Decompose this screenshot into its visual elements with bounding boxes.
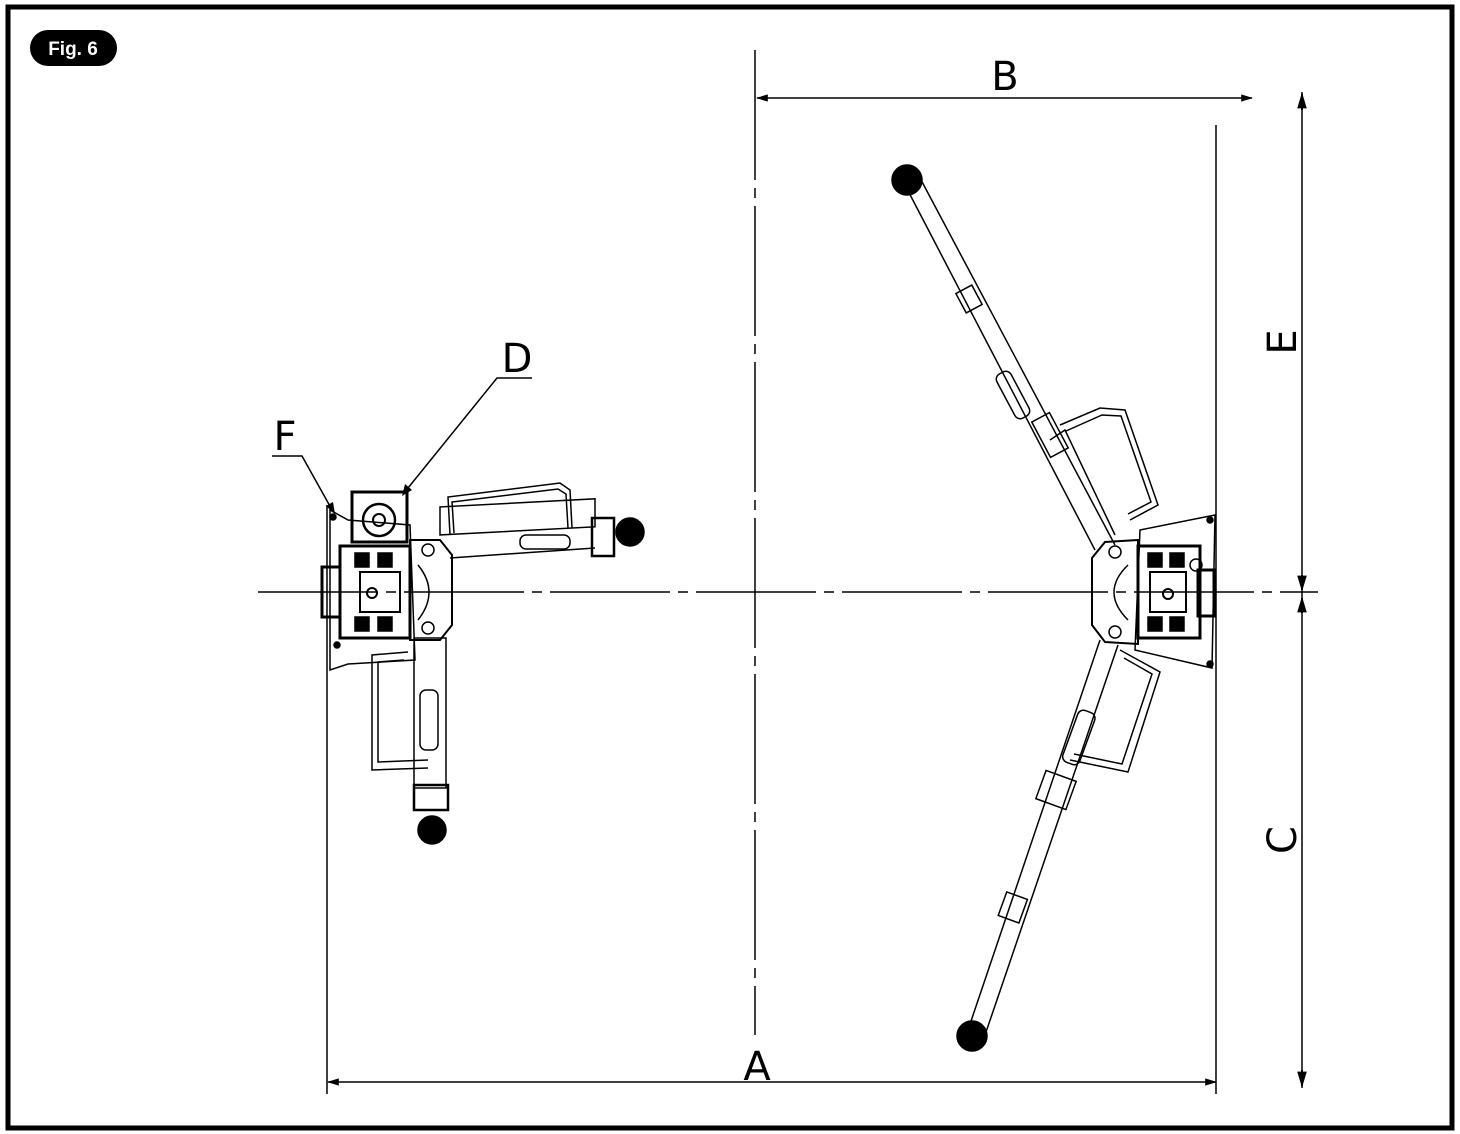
centerlines [258, 50, 1318, 1035]
right-column-assembly [891, 164, 1216, 1052]
left-column-assembly [320, 482, 645, 845]
figure-frame [5, 4, 1455, 1131]
dimension-label-c: C [1260, 826, 1306, 854]
callout-f: F [272, 414, 335, 514]
dimension-label-a: A [743, 1044, 771, 1090]
dimension-lines [326, 92, 1307, 1094]
callout-label-f: F [273, 414, 296, 460]
figure-badge: Fig. 6 [30, 30, 117, 66]
dimension-label-b: B [991, 54, 1018, 100]
callout-label-d: D [502, 336, 533, 382]
figure-badge-label: Fig. 6 [48, 39, 98, 60]
callout-d: D [402, 336, 532, 496]
dimension-label-e: E [1260, 329, 1306, 354]
